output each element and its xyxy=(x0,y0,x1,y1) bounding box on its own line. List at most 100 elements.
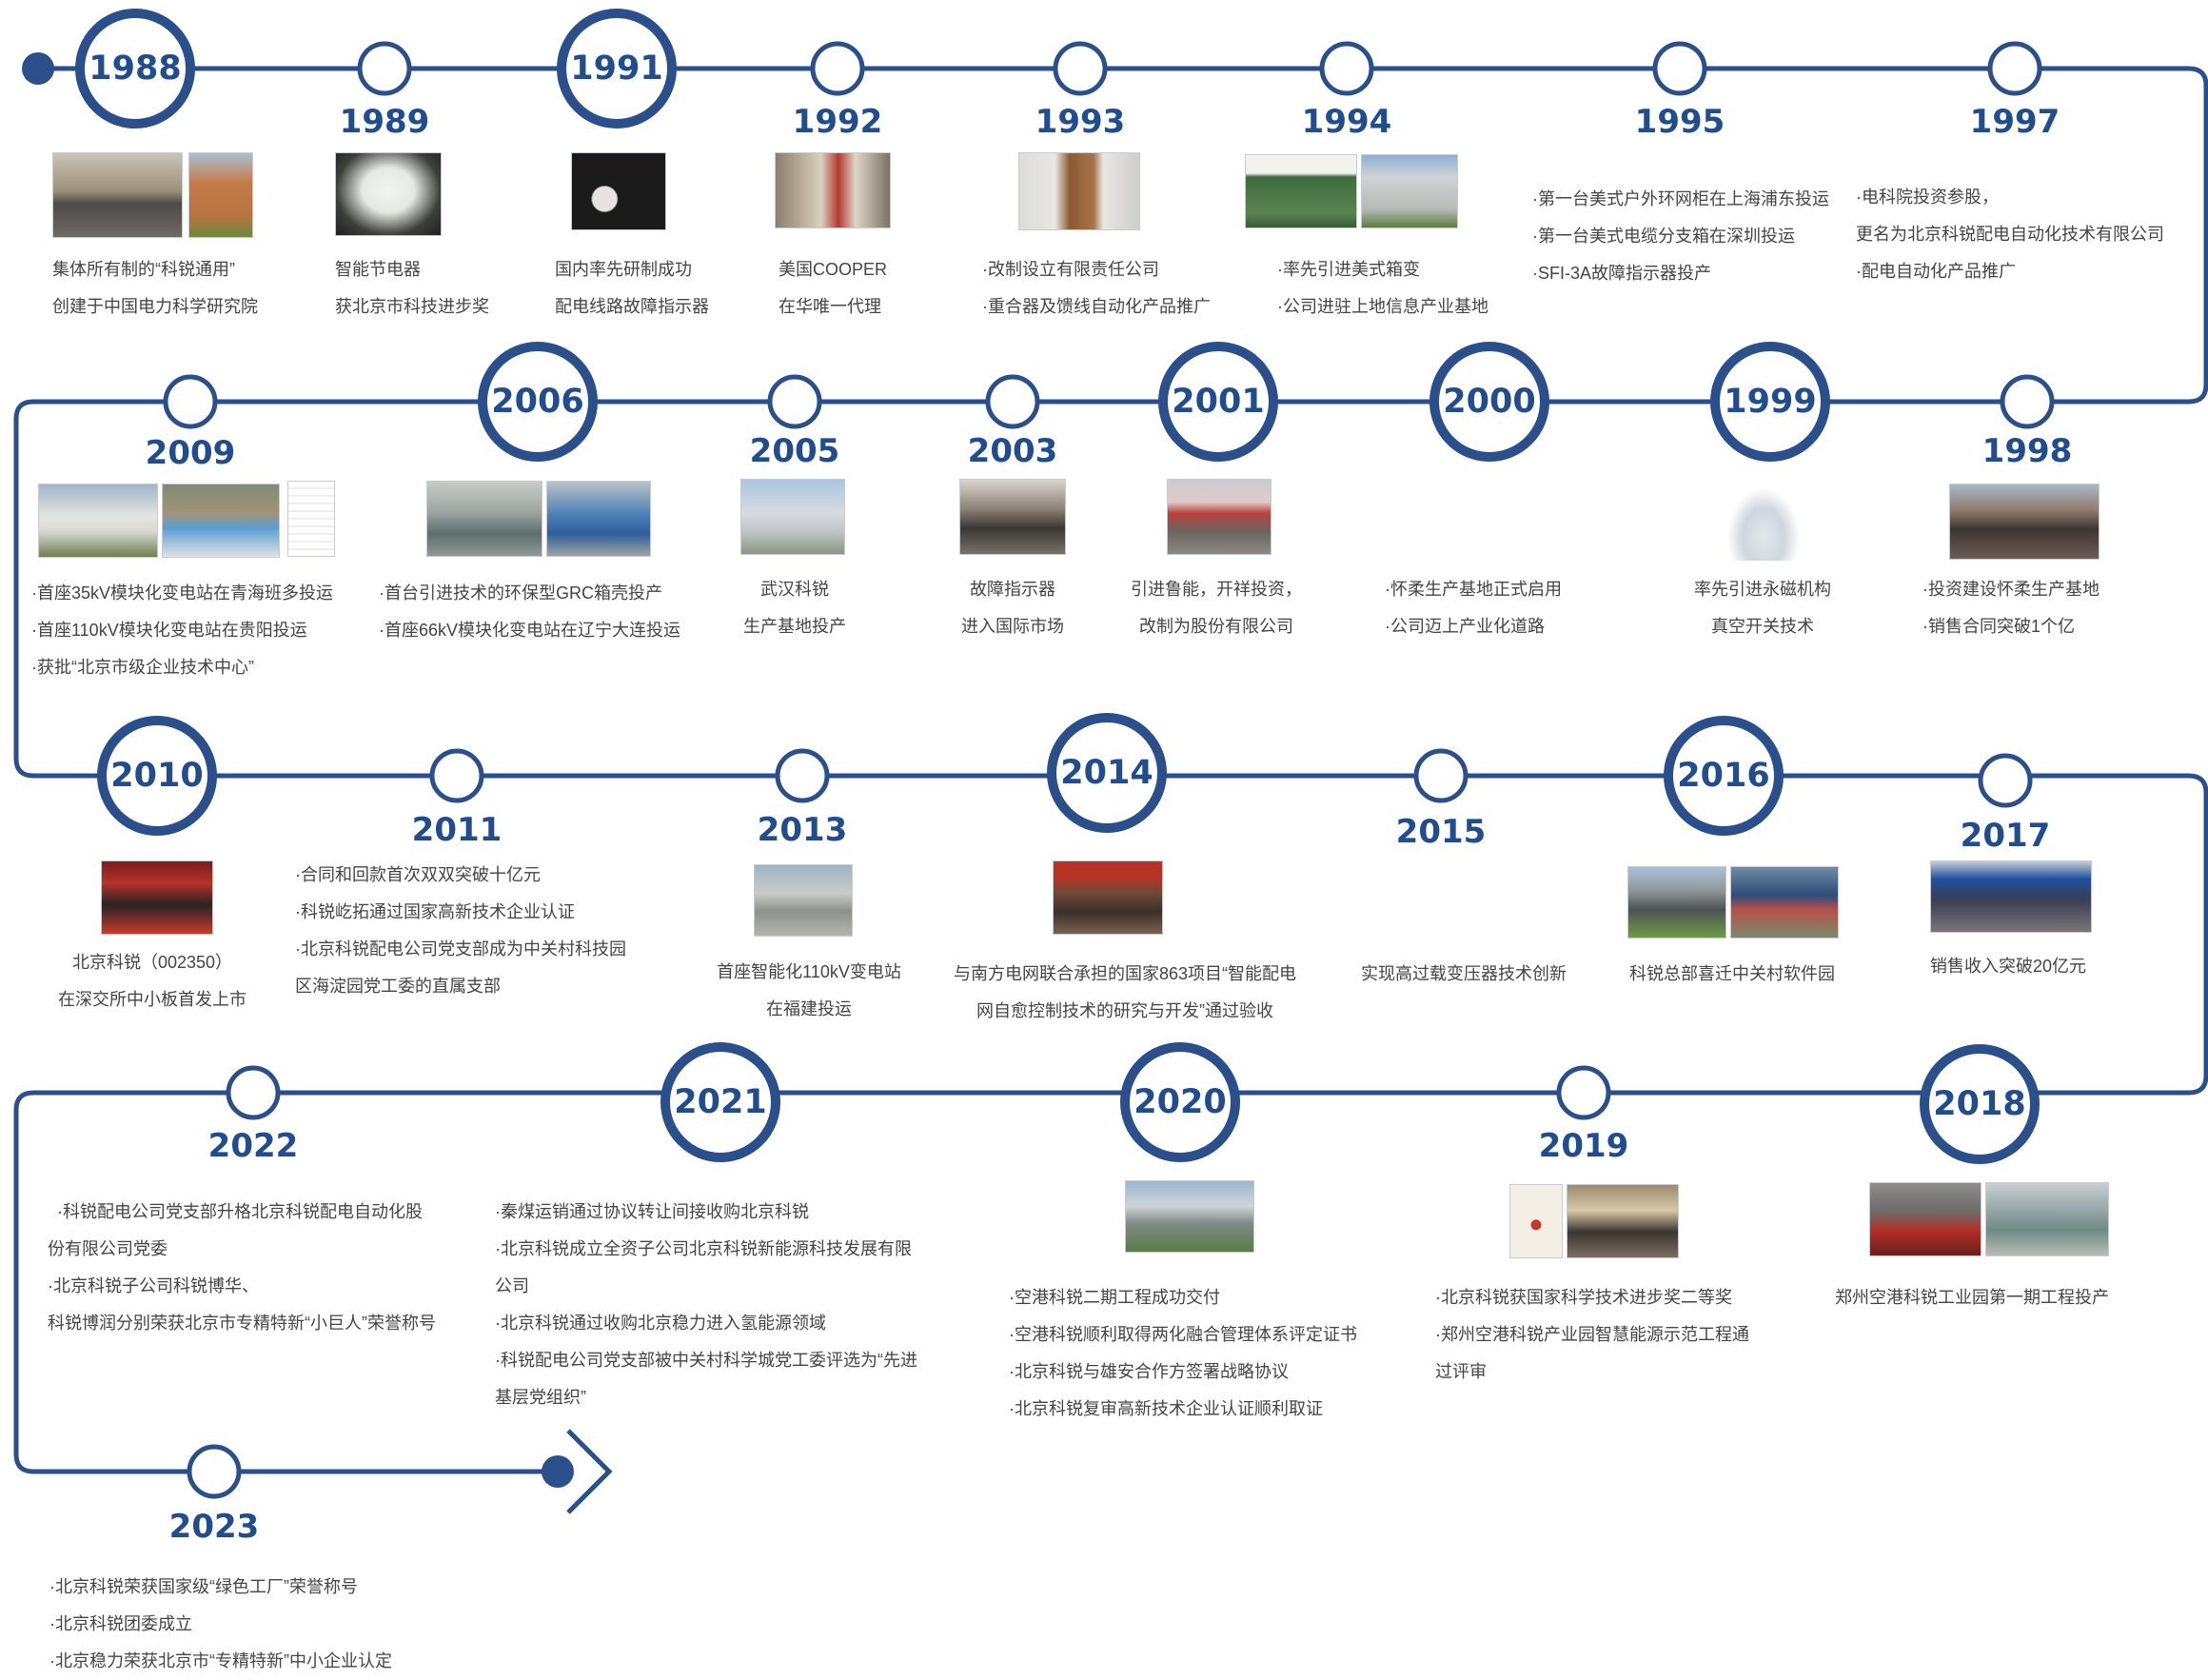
year-1998: 1998 xyxy=(1981,432,2073,470)
photo-2006-factory xyxy=(426,481,542,557)
desc-2013: 首座智能化110kV变电站在福建投运 xyxy=(717,962,901,1018)
node-2005 xyxy=(767,374,822,429)
node-2021 xyxy=(660,1042,780,1162)
desc-2023: ·北京科锐荣获国家级“绿色工厂”荣誉称号·北京科锐团委成立·北京稳力荣获北京市“… xyxy=(49,1577,392,1670)
node-1991 xyxy=(557,9,677,128)
desc-2000: ·怀柔生产基地正式启用·公司迈上产业化道路 xyxy=(1385,580,1562,636)
node-1989 xyxy=(357,41,412,96)
node-1993 xyxy=(1053,41,1108,96)
year-2020: 2020 xyxy=(1134,1083,1227,1121)
node-1988 xyxy=(75,9,195,128)
desc-1993: ·改制设立有限责任公司·重合器及馈线自动化产品推广 xyxy=(982,260,1211,316)
year-1992: 1992 xyxy=(792,103,883,141)
desc-1988: 集体所有制的“科锐通用”创建于中国电力科学研究院 xyxy=(52,260,258,316)
node-2010 xyxy=(97,716,217,836)
desc-2014: 与南方电网联合承担的国家863项目“智能配电网自愈控制技术的研究与开发”通过验收 xyxy=(953,964,1297,1020)
photo-1992-cooper xyxy=(775,152,891,228)
node-1992 xyxy=(810,41,865,96)
desc-2022: ·科锐配电公司党支部升格北京科锐配电自动化股份有限公司党委·北京科锐子公司科锐博… xyxy=(48,1202,436,1333)
year-2015: 2015 xyxy=(1395,813,1487,851)
node-2000 xyxy=(1429,342,1549,462)
year-2005: 2005 xyxy=(749,432,840,470)
photo-2009-site xyxy=(162,484,280,558)
photo-1991-indicator xyxy=(571,152,666,230)
photo-1994-building xyxy=(1361,154,1458,228)
desc-2019: ·北京科锐获国家科学技术进步奖二等奖·郑州空港科锐产业园智慧能源示范工程通过评审 xyxy=(1435,1288,1749,1381)
year-2013: 2013 xyxy=(757,811,848,849)
desc-1994: ·率先引进美式箱变·公司进驻上地信息产业基地 xyxy=(1277,260,1488,316)
desc-2003: 故障指示器进入国际市场 xyxy=(961,580,1064,636)
photo-1998-group xyxy=(1949,484,2100,560)
photo-2005-wuhan xyxy=(740,479,845,555)
node-2015 xyxy=(1413,748,1469,803)
year-2000: 2000 xyxy=(1443,383,1536,421)
desc-2018: 郑州空港科锐工业园第一期工程投产 xyxy=(1835,1288,2109,1307)
timeline-end-dot xyxy=(542,1455,574,1488)
year-1988: 1988 xyxy=(89,49,182,88)
desc-2017: 销售收入突破20亿元 xyxy=(1929,957,2087,976)
timeline-arrow-icon xyxy=(566,1429,613,1514)
desc-1999: 率先引进永磁机构真空开关技术 xyxy=(1694,580,1831,636)
year-1994: 1994 xyxy=(1301,103,1392,141)
desc-2009: ·首座35kV模块化变电站在青海班多投运·首座110kV模块化变电站在贵阳投运·… xyxy=(31,583,334,677)
desc-1995: ·第一台美式户外环网柜在上海浦东投运·第一台美式电缆分支箱在深圳投运·SFI-3… xyxy=(1532,189,1829,283)
year-1989: 1989 xyxy=(339,103,430,141)
desc-2015: 实现高过载变压器技术创新 xyxy=(1361,964,1567,983)
node-2014 xyxy=(1047,713,1167,833)
node-2009 xyxy=(163,374,218,429)
year-1997: 1997 xyxy=(1969,103,2060,141)
year-2022: 2022 xyxy=(207,1127,299,1165)
node-1997 xyxy=(1987,41,2042,96)
desc-2016: 科锐总部喜迁中关村软件园 xyxy=(1629,964,1835,983)
node-1998 xyxy=(2000,374,2055,429)
photo-2016-hq-front xyxy=(1627,866,1726,939)
node-2013 xyxy=(775,748,830,803)
year-1995: 1995 xyxy=(1634,103,1725,141)
node-2016 xyxy=(1664,716,1784,836)
year-2003: 2003 xyxy=(967,432,1058,470)
photo-2003-meeting xyxy=(959,479,1066,555)
node-2001 xyxy=(1158,342,1278,462)
year-2019: 2019 xyxy=(1538,1127,1629,1165)
node-2022 xyxy=(226,1065,281,1120)
desc-2011: ·合同和回款首次双双突破十亿元·科锐屹拓通过国家高新技术企业认证·北京科锐配电公… xyxy=(295,865,626,996)
node-2006 xyxy=(478,342,598,462)
year-2021: 2021 xyxy=(674,1083,767,1121)
photo-2010-listing xyxy=(101,860,213,935)
desc-2010: 北京科锐（002350）在深交所中小板首发上市 xyxy=(58,953,246,1009)
node-2020 xyxy=(1120,1042,1240,1162)
photo-2006-substation xyxy=(546,481,651,557)
node-2019 xyxy=(1556,1065,1611,1120)
desc-1991: 国内率先研制成功配电线路故障指示器 xyxy=(555,260,709,316)
year-2014: 2014 xyxy=(1060,754,1153,792)
photo-2009-certificate xyxy=(287,481,335,557)
photo-1993-office xyxy=(1018,152,1140,230)
photo-1988-building xyxy=(188,152,253,238)
node-2011 xyxy=(429,748,484,803)
photo-1988-team xyxy=(52,152,183,238)
desc-2021: ·秦煤运销通过协议转让间接收购北京科锐·北京科锐成立全资子公司北京科锐新能源科技… xyxy=(495,1202,917,1407)
photo-1989-device xyxy=(335,152,442,236)
year-2010: 2010 xyxy=(110,757,204,795)
node-1995 xyxy=(1652,41,1707,96)
photo-2019-award xyxy=(1567,1184,1679,1258)
photo-2017-group xyxy=(1930,860,2092,933)
year-2011: 2011 xyxy=(411,811,503,849)
node-1999 xyxy=(1710,342,1830,462)
year-2006: 2006 xyxy=(491,383,584,421)
photo-2014-meeting xyxy=(1053,860,1163,935)
desc-2001: 引进鲁能，开祥投资，改制为股份有限公司 xyxy=(1131,580,1302,636)
photo-2020-factory-aerial xyxy=(1125,1180,1254,1253)
desc-1989: 智能节电器获北京市科技进步奖 xyxy=(335,260,489,316)
photo-2016-hq-aerial xyxy=(1730,866,1839,939)
photo-1999-vacuum-switch xyxy=(1721,479,1806,561)
year-2023: 2023 xyxy=(168,1508,260,1546)
timeline-start-dot xyxy=(22,52,54,85)
photo-1994-boxtransformer xyxy=(1245,154,1357,228)
node-1994 xyxy=(1319,41,1374,96)
node-2023 xyxy=(187,1444,242,1499)
year-2001: 2001 xyxy=(1172,383,1265,421)
